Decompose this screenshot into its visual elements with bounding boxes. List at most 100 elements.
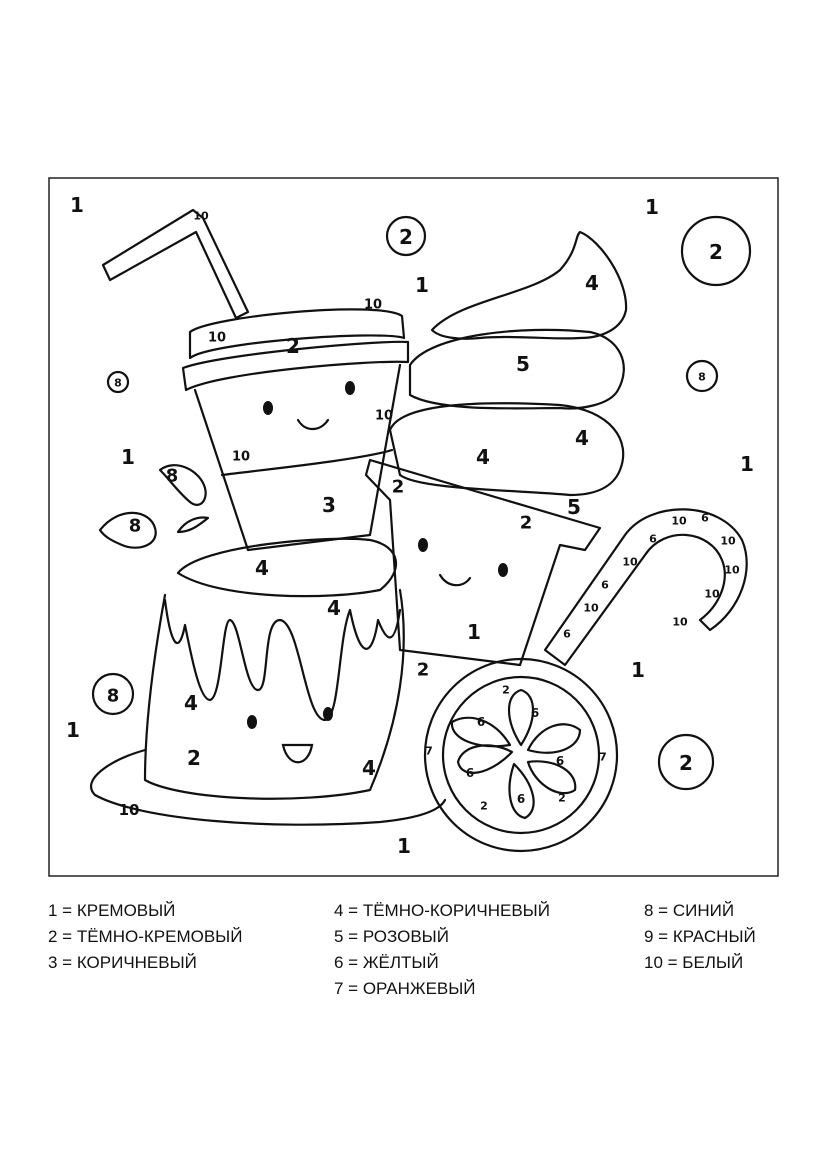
color-number-label: 1	[740, 452, 754, 476]
color-number-label: 2	[399, 225, 413, 249]
color-number-label: 10	[375, 409, 393, 424]
cup-body	[193, 363, 402, 552]
color-number-label: 4	[585, 271, 599, 295]
color-number-label: 8	[166, 466, 179, 487]
color-number-label: 6	[556, 754, 564, 768]
eye	[263, 401, 273, 415]
color-number-label: 5	[567, 495, 581, 519]
cup-lid-rim	[181, 340, 410, 392]
orange-slice-outer	[423, 657, 619, 853]
legend-entry: 8 = СИНИЙ	[644, 901, 735, 920]
color-number-label: 2	[286, 334, 300, 358]
ice-cream-bottom	[388, 402, 625, 497]
straw	[101, 208, 250, 320]
color-number-label: 5	[516, 352, 530, 376]
pudding-top	[176, 537, 398, 598]
orange-segment	[526, 723, 582, 754]
color-number-label: 2	[480, 800, 488, 813]
color-number-label: 4	[575, 426, 589, 450]
cup-band	[220, 448, 394, 477]
legend-entry: 6 = ЖЁЛТЫЙ	[334, 953, 439, 972]
color-number-label: 10	[364, 298, 382, 313]
orange-segment	[508, 688, 534, 747]
color-number-label: 2	[502, 684, 510, 697]
color-number-label: 2	[392, 477, 405, 498]
color-number-label: 8	[129, 516, 142, 537]
color-number-label: 4	[255, 556, 269, 580]
legend-entry: 7 = ОРАНЖЕВЫЙ	[334, 979, 476, 998]
color-number-label: 2	[558, 792, 566, 805]
color-number-label: 1	[631, 658, 645, 682]
splash-drop	[176, 516, 210, 534]
bubble	[657, 733, 715, 791]
orange-segment	[508, 762, 535, 820]
bubble	[106, 370, 130, 394]
color-number-label: 1	[70, 193, 84, 217]
color-number-label: 1	[415, 273, 429, 297]
pudding-body	[143, 588, 405, 800]
legend-entry: 2 = ТЁМНО-КРЕМОВЫЙ	[48, 927, 243, 946]
color-number-label: 7	[425, 745, 433, 758]
candy-cane	[543, 508, 748, 667]
legend-entry: 1 = КРЕМОВЫЙ	[48, 901, 176, 920]
color-number-label: 4	[476, 445, 490, 469]
color-number-label: 10	[119, 801, 140, 819]
color-number-label: 10	[671, 515, 687, 528]
eye	[247, 715, 257, 729]
color-number-label: 6	[517, 792, 525, 806]
ice-cream-middle	[408, 328, 625, 410]
color-number-label: 2	[417, 660, 430, 681]
bubble	[680, 215, 752, 287]
color-number-label: 6	[531, 706, 539, 720]
bubble	[685, 359, 719, 393]
picture-frame	[48, 177, 779, 877]
color-number-label: 3	[322, 493, 336, 517]
legend-entry: 5 = РОЗОВЫЙ	[334, 927, 449, 946]
legend-entry: 9 = КРАСНЫЙ	[644, 927, 756, 946]
cup-lid-top	[188, 308, 406, 360]
color-number-label: 1	[645, 195, 659, 219]
color-number-label: 10	[193, 210, 209, 223]
color-number-label: 2	[679, 751, 693, 775]
orange-segment	[526, 760, 577, 795]
eye	[418, 538, 428, 552]
splash-drop	[98, 511, 157, 549]
color-number-label: 1	[467, 620, 481, 644]
legend-column-3: 8 = СИНИЙ 9 = КРАСНЫЙ 10 = БЕЛЫЙ	[644, 898, 756, 976]
bubble	[385, 215, 427, 257]
color-number-label: 2	[709, 240, 723, 264]
orange-slice-inner	[441, 675, 601, 835]
color-number-label: 10	[720, 535, 736, 548]
eye	[345, 381, 355, 395]
color-number-label: 6	[701, 512, 709, 525]
color-number-label: 6	[477, 715, 485, 729]
pudding-drips	[163, 598, 402, 722]
legend-column-1: 1 = КРЕМОВЫЙ 2 = ТЁМНО-КРЕМОВЫЙ 3 = КОРИ…	[48, 898, 242, 976]
plate	[89, 748, 447, 826]
color-number-label: 10	[208, 331, 226, 346]
color-number-label: 2	[187, 746, 201, 770]
eye	[323, 707, 333, 721]
open-smile	[281, 743, 314, 764]
ice-cream-top	[430, 230, 628, 340]
legend-entry: 3 = КОРИЧНЕВЫЙ	[48, 953, 197, 972]
color-number-label: 10	[724, 564, 740, 577]
smile	[296, 418, 330, 431]
color-number-label: 10	[672, 616, 688, 629]
color-number-label: 10	[232, 450, 250, 465]
legend-entry: 10 = БЕЛЫЙ	[644, 953, 744, 972]
color-number-label: 1	[397, 834, 411, 858]
color-number-label: 10	[704, 588, 720, 601]
color-number-label: 1	[66, 718, 80, 742]
color-number-label: 4	[327, 596, 341, 620]
smile	[438, 573, 472, 587]
cone	[364, 458, 602, 667]
orange-segment	[450, 716, 512, 748]
color-number-label: 6	[466, 766, 474, 780]
color-number-label: 6	[563, 628, 571, 641]
bubble	[91, 672, 135, 716]
color-number-label: 10	[622, 556, 638, 569]
color-number-label: 7	[599, 751, 607, 764]
legend-entry: 4 = ТЁМНО-КОРИЧНЕВЫЙ	[334, 901, 550, 920]
